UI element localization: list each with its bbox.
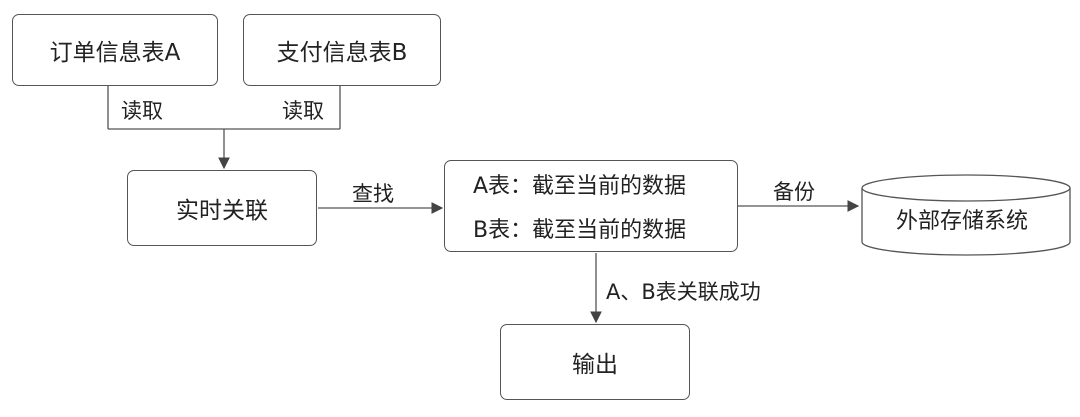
order-table-label: 订单信息表A — [49, 40, 181, 66]
table-a-data-line: A表：截至当前的数据 — [473, 174, 687, 199]
lookup-label: 查找 — [352, 182, 394, 206]
output-label: 输出 — [572, 352, 618, 378]
payment-table-box: 支付信息表B — [243, 14, 441, 86]
join-success-label: A、B表关联成功 — [606, 280, 761, 304]
table-b-data-line: B表：截至当前的数据 — [473, 218, 687, 243]
external-storage-label: 外部存储系统 — [896, 209, 1029, 234]
order-table-box: 订单信息表A — [12, 14, 218, 86]
read-a-label: 读取 — [121, 99, 163, 123]
payment-table-label: 支付信息表B — [276, 40, 408, 66]
external-storage-cylinder — [861, 174, 1071, 256]
output-box: 输出 — [500, 324, 690, 400]
current-data-box: A表：截至当前的数据 B表：截至当前的数据 — [444, 160, 738, 252]
backup-label: 备份 — [773, 180, 815, 204]
realtime-join-box: 实时关联 — [127, 170, 317, 246]
read-b-label: 读取 — [282, 99, 324, 123]
realtime-join-label: 实时关联 — [176, 198, 268, 224]
